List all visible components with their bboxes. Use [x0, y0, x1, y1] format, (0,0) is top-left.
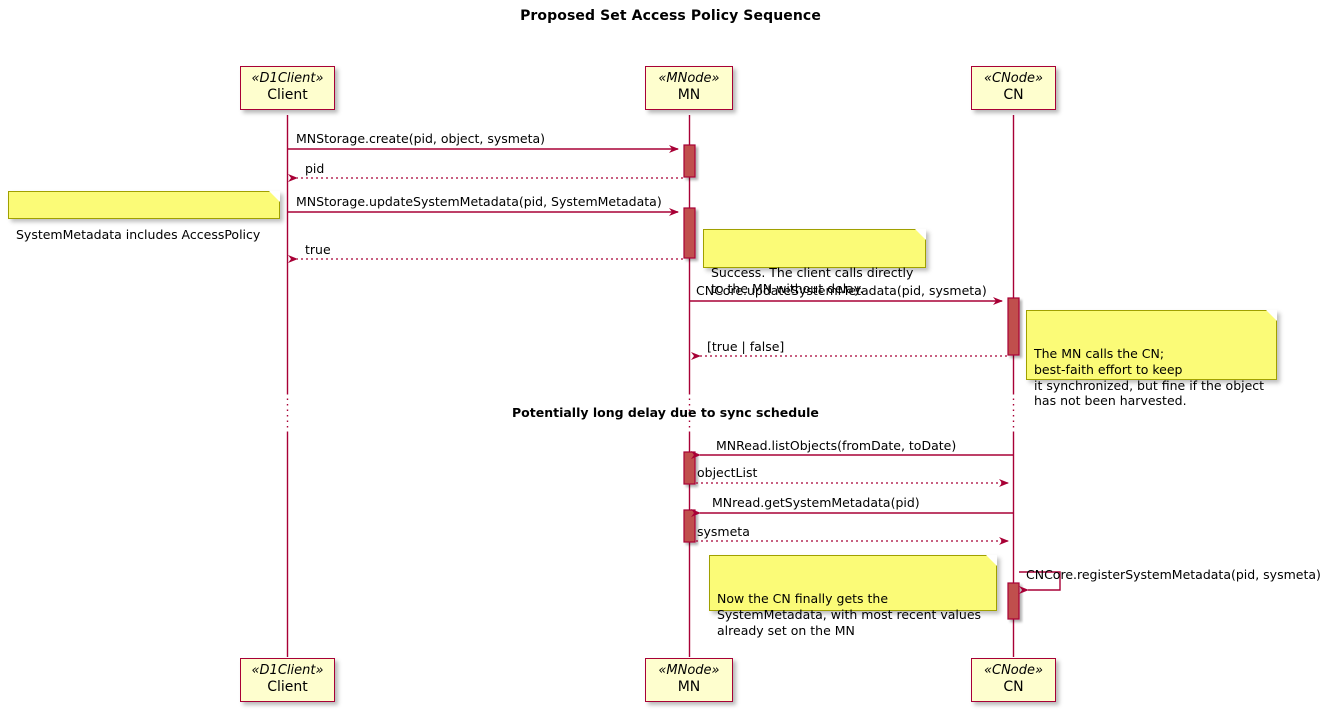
- activation-cn-2: [1007, 582, 1020, 620]
- note-fold-icon: [986, 555, 997, 566]
- activation-cn-1: [1007, 297, 1020, 356]
- participant-client-top[interactable]: «D1Client» Client: [240, 66, 335, 110]
- participant-name: Client: [267, 86, 308, 103]
- note-success-direct-call: Success. The client calls directly to th…: [703, 229, 926, 296]
- message-label-m2: pid: [305, 161, 325, 176]
- participant-name: Client: [267, 678, 308, 695]
- note-mn-calls-cn: The MN calls the CN; best-faith effort t…: [1026, 310, 1277, 408]
- note-text: Now the CN finally gets the SystemMetada…: [717, 591, 982, 638]
- participant-stereotype: «MNode»: [658, 663, 720, 678]
- participant-mn-bottom[interactable]: «MNode» MN: [645, 658, 733, 702]
- activation-mn-3: [683, 451, 696, 485]
- note-fold-icon: [1266, 310, 1277, 321]
- activation-mn-4: [683, 509, 696, 543]
- message-label-m7: MNRead.listObjects(fromDate, toDate): [716, 438, 957, 453]
- delay-divider-label: Potentially long delay due to sync sched…: [512, 405, 819, 420]
- participant-stereotype: «D1Client»: [251, 663, 324, 678]
- message-label-m4: true: [305, 242, 331, 257]
- note-text: Success. The client calls directly to th…: [711, 265, 914, 296]
- note-system-metadata-access-policy: SystemMetadata includes AccessPolicy: [8, 191, 280, 242]
- message-label-m5: CNCore.updateSystemMetadata(pid, sysmeta…: [696, 283, 987, 298]
- note-fold-icon: [269, 191, 280, 202]
- participant-cn-bottom[interactable]: «CNode» CN: [971, 658, 1056, 702]
- participant-stereotype: «MNode»: [658, 71, 720, 86]
- participant-stereotype: «D1Client»: [251, 71, 324, 86]
- message-arrow-m11: [1019, 571, 1061, 594]
- activation-mn-1: [683, 144, 696, 178]
- participant-name: MN: [677, 86, 701, 103]
- participant-name: CN: [1003, 86, 1024, 103]
- participant-cn-top[interactable]: «CNode» CN: [971, 66, 1056, 110]
- participant-name: CN: [1003, 678, 1024, 695]
- note-text: The MN calls the CN; best-faith effort t…: [1034, 346, 1265, 409]
- message-label-m11: CNCore.registerSystemMetadata(pid, sysme…: [1026, 567, 1321, 582]
- note-cn-gets-sysmeta: Now the CN finally gets the SystemMetada…: [709, 555, 997, 638]
- note-text: SystemMetadata includes AccessPolicy: [16, 227, 261, 243]
- participant-stereotype: «CNode»: [983, 663, 1044, 678]
- activation-mn-2: [683, 207, 696, 259]
- message-label-m9: MNread.getSystemMetadata(pid): [712, 495, 920, 510]
- participant-client-bottom[interactable]: «D1Client» Client: [240, 658, 335, 702]
- message-label-m10: sysmeta: [697, 524, 750, 539]
- message-label-m6: [true | false]: [707, 339, 785, 354]
- participant-mn-top[interactable]: «MNode» MN: [645, 66, 733, 110]
- note-fold-icon: [915, 229, 926, 240]
- message-label-m1: MNStorage.create(pid, object, sysmeta): [296, 131, 546, 146]
- message-label-m3: MNStorage.updateSystemMetadata(pid, Syst…: [296, 194, 662, 209]
- message-label-m8: objectList: [697, 465, 758, 480]
- participant-name: MN: [677, 678, 701, 695]
- participant-stereotype: «CNode»: [983, 71, 1044, 86]
- page-title: Proposed Set Access Policy Sequence: [520, 8, 821, 24]
